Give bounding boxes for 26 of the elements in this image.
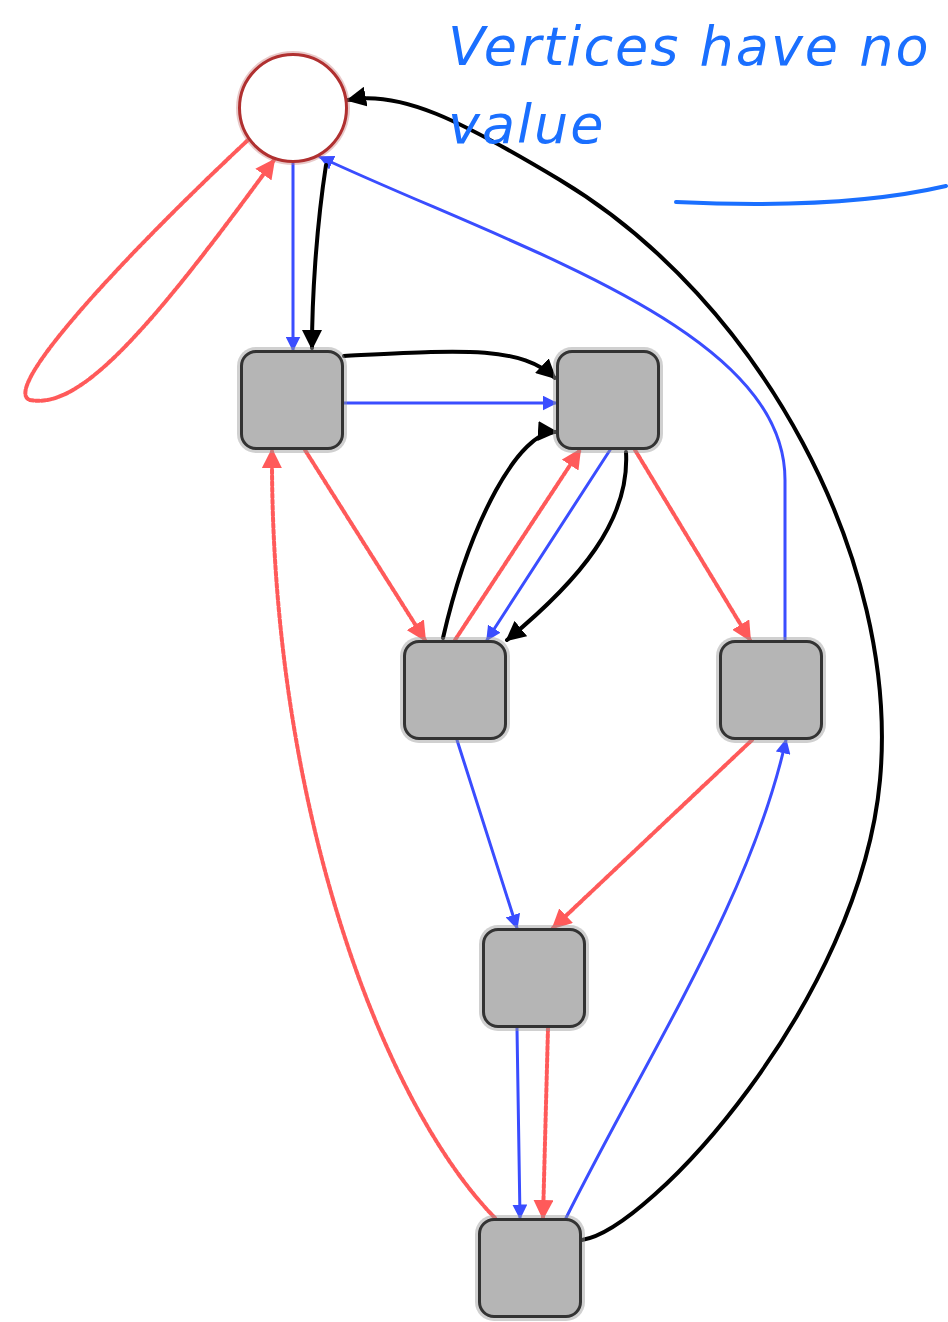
arrow <box>262 448 497 1220</box>
vertex-box <box>482 928 586 1028</box>
vertex-box <box>719 640 823 740</box>
arrow <box>455 738 521 930</box>
arrow <box>302 163 328 350</box>
arrow <box>441 424 558 640</box>
arrow <box>342 395 558 411</box>
arrow <box>346 87 884 1242</box>
arrow <box>512 1026 528 1220</box>
arrow <box>533 1026 554 1220</box>
vertex-box <box>556 350 660 450</box>
vertex-box <box>240 350 344 450</box>
arrow <box>318 155 787 642</box>
arrow <box>564 738 790 1220</box>
arrow <box>342 349 557 380</box>
arrow <box>633 448 752 642</box>
arrow <box>505 450 628 642</box>
arrow <box>453 448 582 642</box>
arrow <box>285 161 301 352</box>
arrow <box>303 448 427 642</box>
vertex-box <box>403 640 507 740</box>
handwritten-note: Vertices have no value <box>448 14 932 159</box>
arrow <box>485 448 612 642</box>
vertex-box <box>478 1218 582 1318</box>
arrow <box>551 738 754 930</box>
arrow <box>23 138 276 403</box>
